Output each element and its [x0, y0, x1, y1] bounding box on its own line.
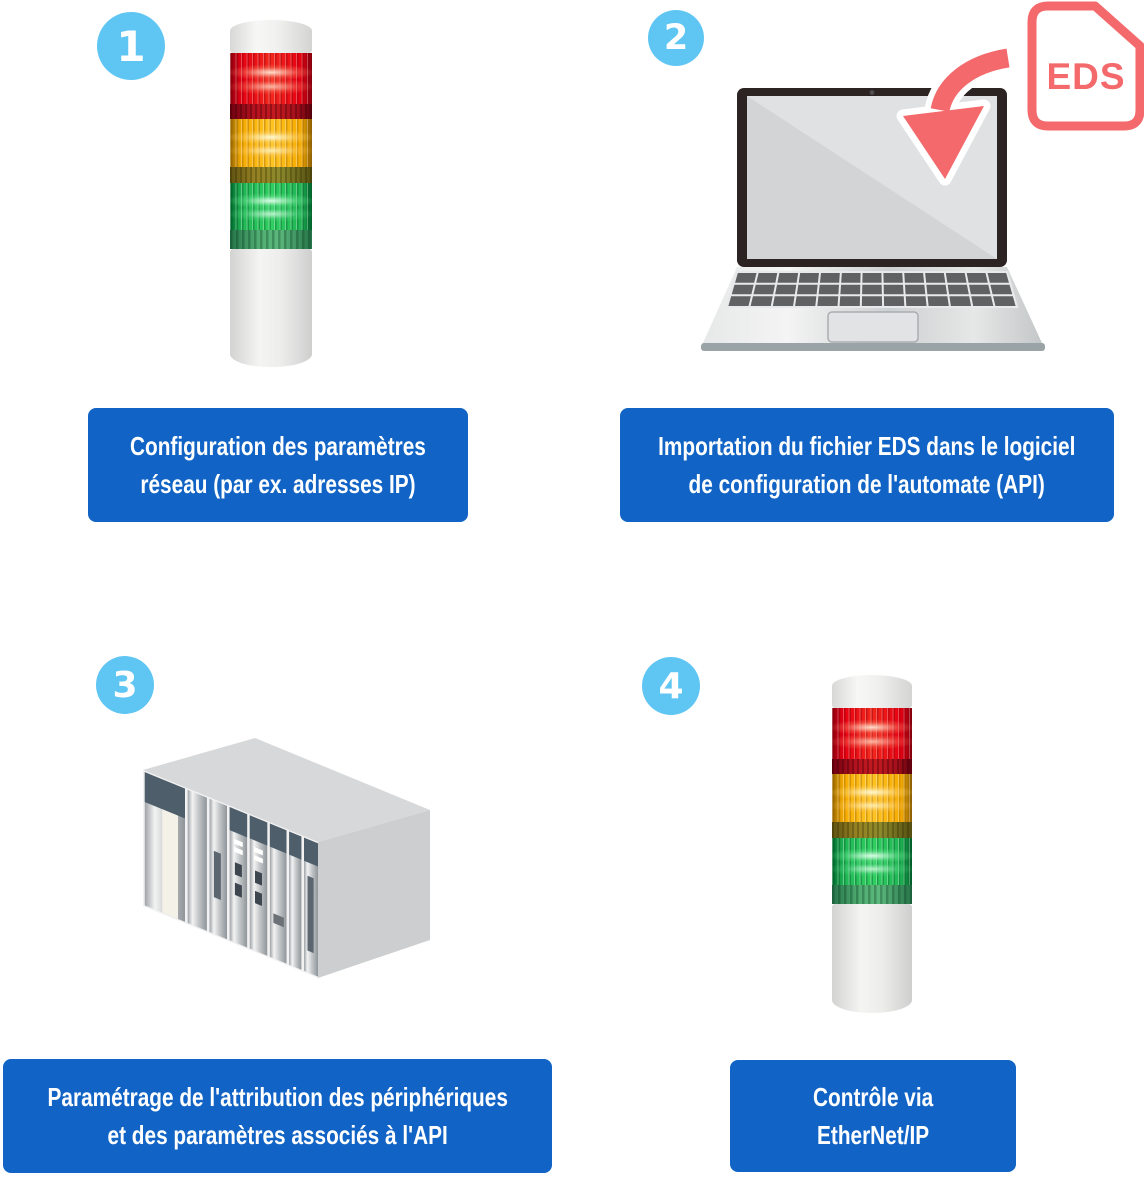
tower-green-joint [832, 885, 912, 904]
caption-line: Paramétrage de l'attribution des périphé… [47, 1082, 508, 1112]
tower-green-lens [832, 838, 912, 885]
keyboard [725, 271, 1019, 308]
tower-cap [230, 20, 312, 53]
tower-cap [832, 675, 912, 708]
laptop-icon [701, 88, 1045, 351]
step-3-caption: Paramétrage de l'attribution des périphé… [3, 1059, 552, 1173]
step-2-caption: Importation du fichier EDS dans le logic… [620, 408, 1114, 522]
tower-red-joint [230, 104, 312, 119]
step-2-badge: 2 [648, 10, 704, 66]
tower-amber-joint [230, 167, 312, 183]
caption-line: réseau (par ex. adresses IP) [140, 469, 416, 499]
tower-amber-joint [832, 822, 912, 838]
trackpad [827, 311, 919, 343]
plc-icon [143, 738, 430, 978]
tower-green-joint [230, 230, 312, 249]
signal-tower-icon [832, 675, 912, 1013]
step-1-badge: 1 [97, 12, 165, 80]
caption-line: et des paramètres associés à l'API [107, 1120, 448, 1150]
caption-line: de configuration de l'automate (API) [688, 469, 1046, 499]
eds-file-icon: EDS [1027, 1, 1144, 131]
caption-line: Configuration des paramètres [130, 431, 426, 461]
tower-red-joint [832, 759, 912, 774]
tower-amber-lens [230, 119, 312, 167]
tower-body [832, 904, 912, 1013]
signal-tower-icon [230, 20, 312, 367]
laptop-eds-import-illustration: EDS [701, 1, 1144, 351]
caption-line: Contrôle via [812, 1082, 934, 1112]
download-arrow-icon [896, 42, 1011, 186]
plc-top-face [143, 738, 430, 842]
tower-green-lens [230, 183, 312, 230]
step-3-badge: 3 [96, 656, 154, 714]
step-4-caption: Contrôle via EtherNet/IP [730, 1060, 1016, 1172]
caption-line: EtherNet/IP [816, 1120, 930, 1150]
plc-side-face [318, 810, 430, 978]
plc-front-face [143, 770, 318, 978]
webcam-dot [869, 90, 875, 95]
step-1-caption: Configuration des paramètres réseau (par… [88, 408, 468, 522]
caption-line: Importation du fichier EDS dans le logic… [658, 431, 1076, 461]
tower-red-lens [230, 53, 312, 104]
eds-file-label: EDS [1046, 56, 1125, 97]
tower-red-lens [832, 708, 912, 759]
step-4-badge: 4 [642, 657, 700, 715]
tower-body [230, 249, 312, 367]
tower-amber-lens [832, 774, 912, 822]
